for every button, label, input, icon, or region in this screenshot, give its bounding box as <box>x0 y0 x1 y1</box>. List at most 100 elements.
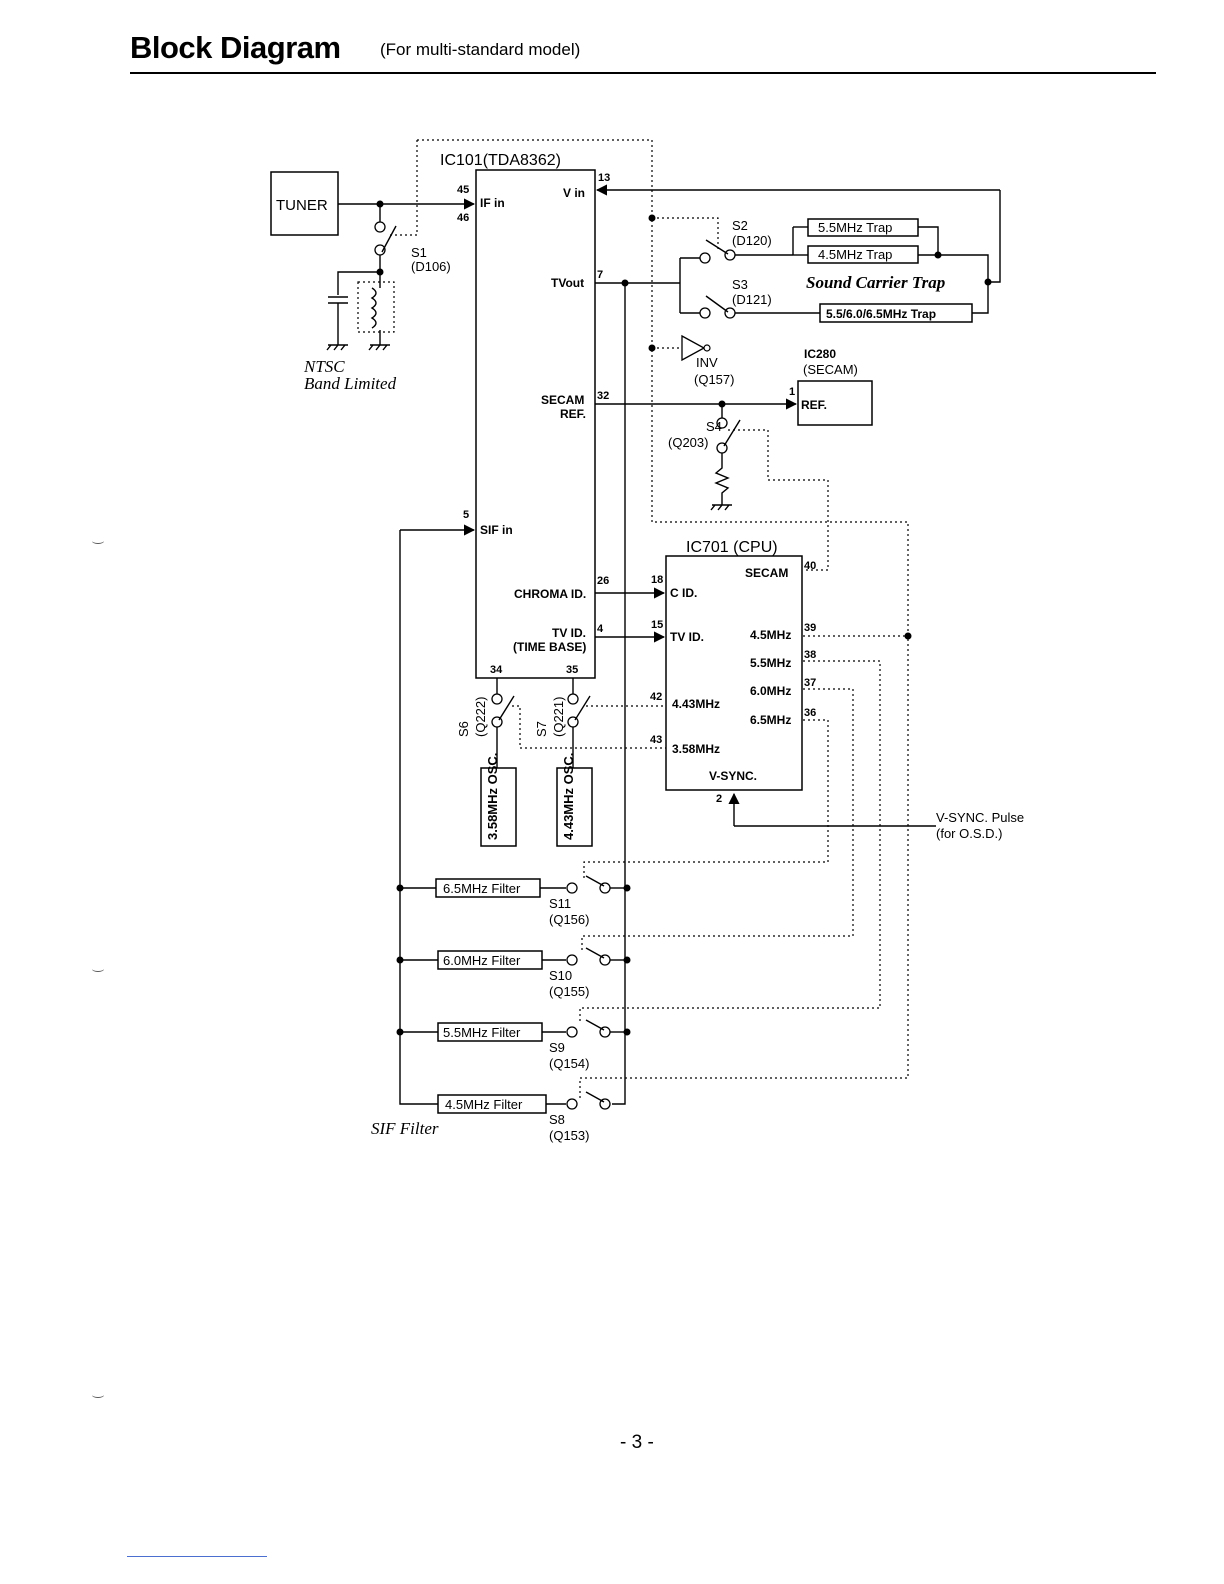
osc-358-box <box>480 767 517 847</box>
s10-part: (Q155) <box>549 984 589 999</box>
footer-rule <box>127 1556 267 1557</box>
pin-40: 40 <box>804 560 816 572</box>
s1-part: (D106) <box>411 259 451 274</box>
trap-45-label: 4.5MHz Trap <box>818 247 892 262</box>
margin-mark <box>92 1392 104 1398</box>
cpu-358-label: 3.58MHz <box>672 742 720 756</box>
pin-35: 35 <box>566 664 578 676</box>
page-subtitle: (For multi-standard model) <box>380 40 581 59</box>
sif-filter-caption: SIF Filter <box>371 1119 439 1138</box>
ic280-box <box>797 380 873 426</box>
pin-39: 39 <box>804 622 816 634</box>
tv-id-label: TV ID. <box>552 626 586 640</box>
cpu-443-label: 4.43MHz <box>672 697 720 711</box>
filter-55-label: 5.5MHz Filter <box>443 1025 521 1040</box>
pin-46: 46 <box>457 212 469 224</box>
cpu-tv-id-label: TV ID. <box>670 630 704 644</box>
pin-38: 38 <box>804 649 816 661</box>
trap-55-label: 5.5MHz Trap <box>818 220 892 235</box>
osc-358-label: 3.58MHz OSC. <box>485 753 500 840</box>
s8-part: (Q153) <box>549 1128 589 1143</box>
cpu-45-label: 4.5MHz <box>750 628 791 642</box>
osc-443-box <box>556 767 593 847</box>
if-in-label: IF in <box>480 196 505 210</box>
pin-15: 15 <box>651 619 663 631</box>
trap-556-label: 5.5/6.0/6.5MHz Trap <box>826 307 936 321</box>
s10-label: S10 <box>549 968 572 983</box>
cpu-secam-label: SECAM <box>745 566 788 580</box>
s11-part: (Q156) <box>549 912 589 927</box>
switch-symbols <box>374 221 741 1110</box>
ic101-box <box>475 169 596 679</box>
filter-60-label: 6.0MHz Filter <box>443 953 521 968</box>
pin-36: 36 <box>804 707 816 719</box>
pin-45: 45 <box>457 184 469 196</box>
s6-part: (Q222) <box>473 697 488 737</box>
ic280-pin-1: 1 <box>789 386 795 398</box>
pin-7: 7 <box>597 269 603 281</box>
junction-dots <box>376 200 992 1036</box>
s1-label: S1 <box>411 245 427 260</box>
pin-2: 2 <box>716 793 722 805</box>
signal-wires <box>328 184 1001 1105</box>
ic701-title: IC701 (CPU) <box>686 539 778 556</box>
ic280-title: IC280 <box>804 347 836 361</box>
page-number: - 3 - <box>620 1432 654 1453</box>
pin-5: 5 <box>463 509 469 521</box>
c-id-label: C ID. <box>670 586 697 600</box>
s2-part: (D120) <box>732 233 772 248</box>
s3-part: (D121) <box>732 292 772 307</box>
tuner-label: TUNER <box>276 197 328 214</box>
ground-symbols <box>326 344 732 511</box>
pin-43: 43 <box>650 734 662 746</box>
pin-32: 32 <box>597 390 609 402</box>
vsync-pulse-label: V-SYNC. Pulse <box>936 810 1024 825</box>
s8-label: S8 <box>549 1112 565 1127</box>
secam-label: SECAM <box>541 393 584 407</box>
sif-in-label: SIF in <box>480 523 513 537</box>
trap-45-box <box>807 245 919 264</box>
s4-label: S4 <box>706 419 722 434</box>
inv-part: (Q157) <box>694 372 734 387</box>
band-limited-label: Band Limited <box>304 374 397 393</box>
tvout-label: TVout <box>551 276 584 290</box>
ic280-subtitle: (SECAM) <box>803 362 858 377</box>
cpu-60-label: 6.0MHz <box>750 684 791 698</box>
s2-label: S2 <box>732 218 748 233</box>
trap-55-box <box>807 218 919 237</box>
filter-60-box <box>437 950 543 970</box>
s11-label: S11 <box>549 896 571 911</box>
s7-label: S7 <box>534 721 549 737</box>
page-title: Block Diagram <box>130 30 341 65</box>
margin-mark <box>92 538 104 544</box>
pin-26: 26 <box>597 575 609 587</box>
control-lines <box>390 139 909 1098</box>
ntsc-label: NTSC <box>303 357 345 376</box>
filter-45-label: 4.5MHz Filter <box>445 1097 523 1112</box>
ref-label: REF. <box>560 407 586 421</box>
chroma-id-label: CHROMA ID. <box>514 587 586 601</box>
cpu-55-label: 5.5MHz <box>750 656 791 670</box>
s9-label: S9 <box>549 1040 565 1055</box>
filter-55-box <box>437 1022 543 1042</box>
v-in-label: V in <box>563 186 585 200</box>
pin-13: 13 <box>598 172 610 184</box>
s3-label: S3 <box>732 277 748 292</box>
pin-4: 4 <box>597 623 604 635</box>
s6-label: S6 <box>456 721 471 737</box>
s9-part: (Q154) <box>549 1056 589 1071</box>
pin-42: 42 <box>650 691 662 703</box>
s4-part: (Q203) <box>668 435 708 450</box>
trap-556-box <box>819 303 973 323</box>
cpu-65-label: 6.5MHz <box>750 713 791 727</box>
inv-label: INV <box>696 355 718 370</box>
pin-37: 37 <box>804 677 816 689</box>
margin-mark <box>92 966 104 972</box>
s7-part: (Q221) <box>551 697 566 737</box>
tuner-box <box>270 171 339 236</box>
ic101-title: IC101(TDA8362) <box>440 152 561 169</box>
ic701-box <box>665 555 803 791</box>
pin-34: 34 <box>490 664 503 676</box>
filter-65-box <box>435 878 541 898</box>
